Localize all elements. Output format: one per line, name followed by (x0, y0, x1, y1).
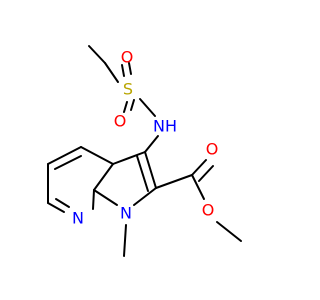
bond-c6-n7-a (47, 202, 65, 213)
bond-ethyl-ch3-ch2 (88, 45, 106, 64)
ester-carbonyl-oxygen-label: O (206, 140, 219, 159)
bond-c6-n7-b (55, 198, 70, 208)
bond-ch2-sulfur (104, 62, 119, 83)
bond-n1-c7a (93, 189, 118, 206)
molecule-structure: S O O NH O O N N (47, 45, 242, 257)
bond-sulfur-nitrogen (139, 98, 156, 117)
bond-c4-c5-b (54, 155, 82, 170)
sulfonyl-oxygen-bottom-label: O (114, 112, 127, 131)
sulfonyl-oxygen-top-label: O (121, 48, 134, 67)
bond-sulfur-oxygen-bottom-a (123, 101, 128, 113)
bond-c3-c2-a (144, 151, 157, 189)
bond-c4-c5-a (47, 146, 82, 165)
sulfur-atom-label: S (123, 80, 133, 99)
bond-n7-c7a (92, 189, 95, 210)
bond-c3-c2-b (136, 155, 149, 192)
pyridine-nitrogen-label: N (72, 209, 84, 228)
bond-sulfur-oxygen-top-a (121, 64, 125, 77)
molecule-canvas: S O O NH O O N N (47, 45, 242, 257)
pyrrole-nitrogen-label: N (120, 204, 132, 223)
bond-c3-c3a (112, 151, 146, 165)
bond-c3a-c7a (93, 163, 114, 191)
bond-c2-ester-carbon (155, 174, 193, 189)
bond-ester-carbon-ether-oxygen (191, 174, 205, 200)
bond-ester-carbon-oxygen-carbonyl-a (191, 159, 207, 176)
bond-c3a-c4 (80, 146, 114, 165)
bond-c2-n1 (133, 187, 157, 206)
bond-sulfur-oxygen-top-b (128, 62, 132, 75)
ester-ether-oxygen-label: O (202, 201, 215, 220)
bond-ether-oxygen-methyl (216, 221, 242, 242)
bond-ester-carbon-oxygen-carbonyl-b (198, 165, 214, 182)
bond-nh-c3 (144, 135, 159, 153)
sulfonamide-nh-label: NH (153, 117, 177, 136)
bond-n1-methyl (123, 224, 127, 257)
bond-sulfur-oxygen-bottom-b (130, 99, 135, 111)
